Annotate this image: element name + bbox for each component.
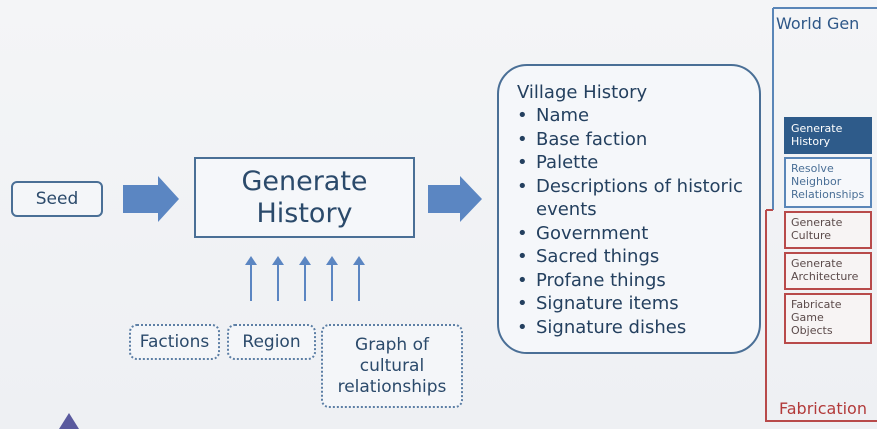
list-item: •Descriptions of historic events xyxy=(517,175,743,221)
factions-node: Factions xyxy=(129,324,220,360)
village-history-node: Village History •Name •Base faction •Pal… xyxy=(497,64,761,354)
graph-node: Graph of cultural relationships xyxy=(321,324,463,408)
list-item: •Name xyxy=(517,105,590,126)
step-generate-architecture: Generate Architecture xyxy=(784,252,872,290)
factions-label: Factions xyxy=(139,332,210,352)
list-item: •Signature dishes xyxy=(517,316,687,338)
seed-node: Seed xyxy=(11,181,103,217)
list-item: •Sacred things xyxy=(517,246,660,267)
list-item: •Palette xyxy=(517,152,599,173)
generate-to-village-arrow xyxy=(428,176,482,222)
seed-to-generate-arrow xyxy=(123,176,179,222)
village-history-title: Village History xyxy=(517,82,648,103)
decorative-triangle xyxy=(59,413,79,429)
list-item: •Profane things xyxy=(517,269,666,291)
step-generate-culture: Generate Culture xyxy=(784,211,872,249)
step-fabricate-game-objects: Fabricate Game Objects xyxy=(784,293,872,344)
step-resolve-neighbor-relationships: Resolve Neighbor Relationships xyxy=(784,157,872,208)
generate-history-node: Generate History xyxy=(194,157,415,238)
step-generate-history: Generate History xyxy=(784,117,872,154)
list-item: •Base faction xyxy=(517,128,648,150)
region-label: Region xyxy=(242,332,301,352)
list-item: •Government xyxy=(517,222,649,244)
village-history-list: •Name •Base faction •Palette •Descriptio… xyxy=(517,104,759,339)
seed-label: Seed xyxy=(35,189,79,209)
input-arrows xyxy=(245,256,365,301)
graph-label: Graph of cultural relationships xyxy=(337,334,447,397)
fabrication-bracket xyxy=(765,209,877,422)
region-node: Region xyxy=(227,324,316,360)
list-item: •Signature items xyxy=(517,293,679,314)
world-gen-bracket xyxy=(772,7,877,210)
world-gen-title: World Gen xyxy=(776,14,860,33)
fabrication-title: Fabrication xyxy=(779,399,867,418)
generate-label: Generate History xyxy=(241,165,368,229)
